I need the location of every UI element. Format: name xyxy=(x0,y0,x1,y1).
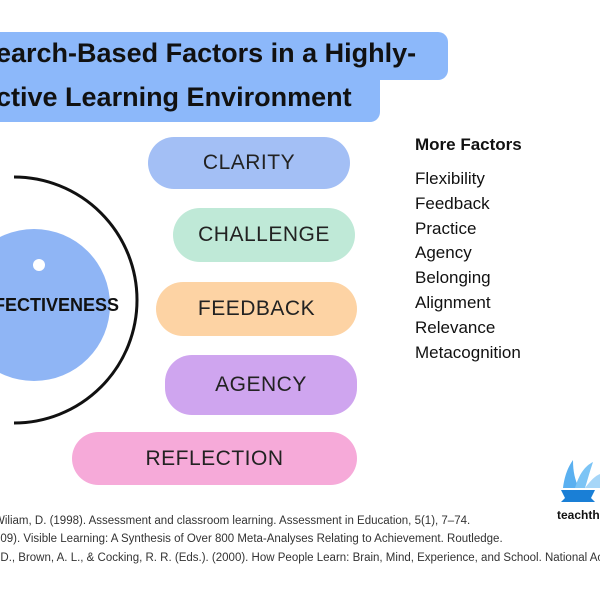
factor-item: Agency xyxy=(415,243,472,263)
pill-feedback: FEEDBACK xyxy=(156,282,357,336)
factor-item: Relevance xyxy=(415,317,496,337)
arc xyxy=(13,175,139,425)
factor-item: Belonging xyxy=(415,268,491,288)
factor-item: Flexibility xyxy=(415,169,485,188)
logo-text: teachthoug xyxy=(557,508,600,522)
pill-clarity: CLARITY xyxy=(148,137,350,189)
pill-challenge: CHALLENGE xyxy=(173,208,355,262)
factor-item: Practice xyxy=(415,218,477,238)
title-background xyxy=(0,32,448,80)
effectiveness-circle xyxy=(0,229,110,381)
more-factors: More Factors Flexibility Feedback Practi… xyxy=(415,135,522,365)
effectiveness-diagram xyxy=(0,175,139,425)
factor-item: Feedback xyxy=(415,193,490,213)
reference-2: 009). Visible Learning: A Synthesis of O… xyxy=(0,533,503,545)
page-title-line2: ctive Learning Environment xyxy=(0,82,352,112)
pill-reflection: REFLECTION xyxy=(72,432,357,485)
page-title-line1: earch-Based Factors in a Highly- xyxy=(0,38,417,68)
reference-3: . D., Brown, A. L., & Cocking, R. R. (Ed… xyxy=(0,552,600,564)
center-label: FECTIVENESS xyxy=(0,295,120,315)
dot xyxy=(33,259,45,271)
reference-1: Wiliam, D. (1998). Assessment and classr… xyxy=(0,515,471,527)
more-factors-heading: More Factors xyxy=(415,135,522,154)
title-background-line2 xyxy=(0,76,380,122)
logo-icon xyxy=(561,460,600,502)
factor-item: Alignment xyxy=(415,292,491,312)
pill-agency: AGENCY xyxy=(165,355,357,415)
factor-item: Metacognition xyxy=(415,342,521,362)
